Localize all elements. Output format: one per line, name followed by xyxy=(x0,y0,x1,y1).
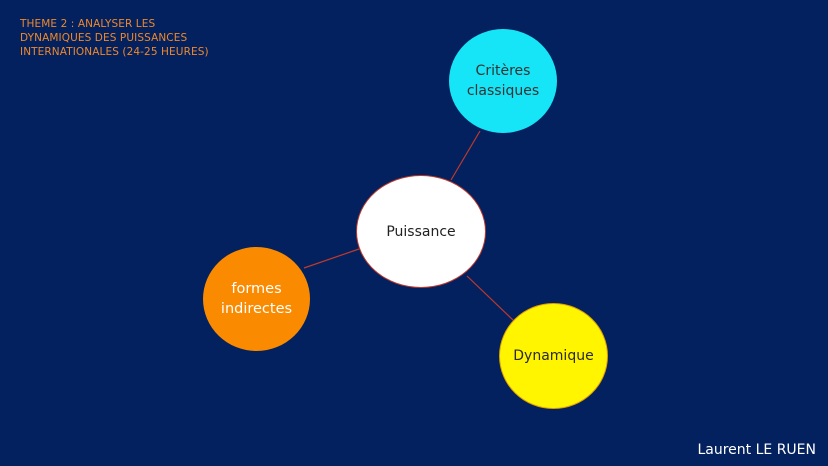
node-dynamique-label: Dynamique xyxy=(513,348,594,364)
node-puissance-label: Puissance xyxy=(386,223,456,240)
node-formes-indirectes: formes indirectes xyxy=(203,247,310,351)
title-line-1: THEME 2 : ANALYSER LES xyxy=(20,18,156,30)
node-puissance: Puissance xyxy=(356,175,486,288)
slide-title: THEME 2 : ANALYSER LES DYNAMIQUES DES PU… xyxy=(20,17,260,59)
connector-center-left xyxy=(303,248,360,269)
connector-center-right xyxy=(466,275,515,322)
node-criteres-classiques-label: Critères classiques xyxy=(466,63,540,99)
title-line-3: INTERNATIONALES (24-25 HEURES) xyxy=(20,46,209,58)
node-formes-indirectes-label: formes indirectes xyxy=(220,281,293,317)
node-criteres-classiques: Critères classiques xyxy=(449,29,557,133)
connector-center-top xyxy=(450,130,481,181)
author-name: Laurent LE RUEN xyxy=(697,442,816,458)
node-dynamique: Dynamique xyxy=(499,303,608,409)
title-line-2: DYNAMIQUES DES PUISSANCES xyxy=(20,32,188,44)
